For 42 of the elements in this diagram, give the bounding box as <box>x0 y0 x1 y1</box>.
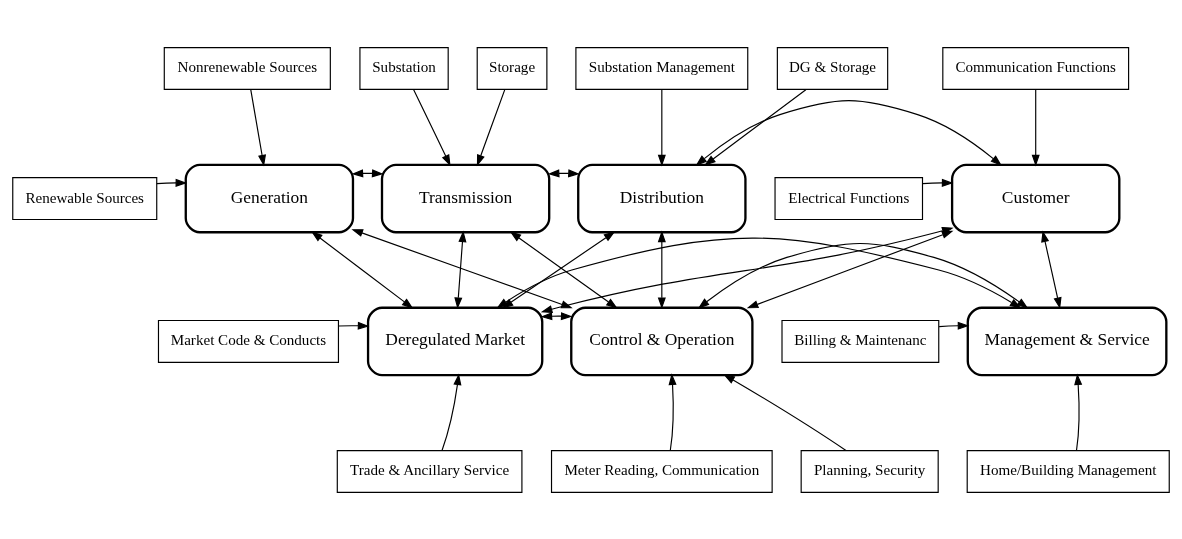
node-box: Trade & Ancillary Service <box>336 449 523 493</box>
arrow <box>668 372 677 451</box>
arrow <box>156 178 188 187</box>
node-box: Planning, Security <box>800 449 939 493</box>
node-box: Billing & Maintenanc <box>781 319 940 363</box>
arrow <box>657 88 666 166</box>
arrow <box>1074 372 1083 451</box>
node-box: Home/Building Management <box>966 449 1170 493</box>
node-box: Electrical Functions <box>774 176 924 220</box>
node-box: Customer <box>950 163 1121 233</box>
arrow <box>454 230 467 309</box>
node-box: Distribution <box>577 163 747 233</box>
arrow <box>1031 88 1040 166</box>
arrow <box>337 321 370 330</box>
node-box: Market Code & Conducts <box>157 319 340 363</box>
arrow <box>697 242 1029 309</box>
node-box: Storage <box>476 46 548 90</box>
arrow <box>746 230 954 308</box>
node-box: Generation <box>184 163 355 233</box>
arrow <box>938 321 970 330</box>
node-box: Transmission <box>380 163 551 233</box>
node-box: Substation Management <box>575 46 749 90</box>
node-box: Control & Operation <box>570 306 754 376</box>
arrow <box>413 88 451 166</box>
node-box: Management & Service <box>966 306 1168 376</box>
arrow <box>723 373 847 451</box>
arrow <box>704 88 807 166</box>
arrow <box>695 99 1003 166</box>
node-box: Meter Reading, Communication <box>550 449 773 493</box>
arrow <box>476 88 506 166</box>
node-box: Deregulated Market <box>366 306 544 376</box>
node-box: Nonrenewable Sources <box>163 46 331 90</box>
arrow <box>441 372 462 451</box>
arrow <box>1041 230 1062 309</box>
arrow <box>657 230 666 309</box>
node-box: Renewable Sources <box>12 176 158 220</box>
node-box: DG & Storage <box>776 46 889 90</box>
node-box: Substation <box>359 46 449 90</box>
arrow <box>921 178 954 187</box>
arrow <box>250 88 267 166</box>
arrow <box>311 230 414 309</box>
node-box: Communication Functions <box>942 46 1130 90</box>
